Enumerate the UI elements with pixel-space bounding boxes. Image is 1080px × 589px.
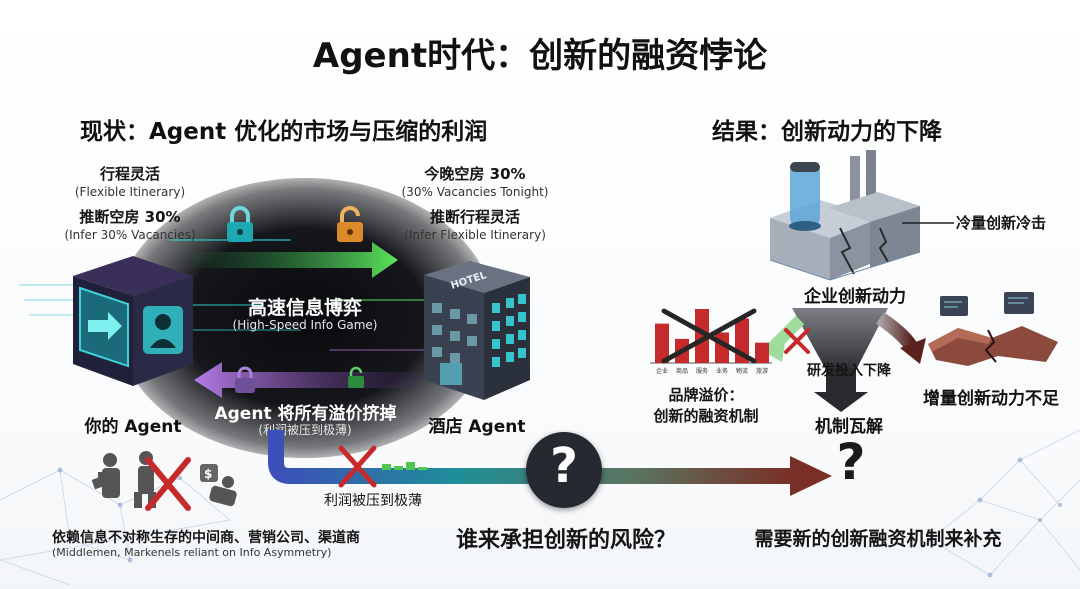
brand-premium-bar-chart: 企业商品服务业务物流旅游 [650, 308, 772, 375]
brand-line2: 创新的融资机制 [653, 407, 759, 425]
middlemen-icons: $ [91, 451, 237, 511]
your-agent-cube [73, 256, 193, 386]
page-title: Agent时代：创新的融资悖论 [312, 36, 768, 76]
center-label: 高速信息博弈 [247, 297, 362, 319]
brand-line1: 品牌溢价： [668, 386, 744, 404]
unlocked-lock-icon [337, 206, 363, 242]
lock-icon [227, 206, 253, 242]
hotel-agent-label: 酒店 Agent [428, 417, 526, 437]
agent-en1: (Flexible Itinerary) [74, 185, 186, 199]
lock-icon-green [348, 366, 364, 388]
hotel-cn1: 今晚空房 30% [424, 165, 526, 183]
chart-tick-label: 业务 [716, 367, 728, 375]
your-agent-label: 你的 Agent [84, 417, 182, 437]
squeeze-label: Agent 将所有溢价挤掉 [214, 404, 397, 424]
question-right: 需要新的创新融资机制来补充 [754, 528, 1002, 550]
factory-label: 企业创新动力 [804, 287, 906, 307]
question-mark-right: ? [836, 433, 866, 491]
question-mark-center: ? [550, 438, 578, 494]
hotel-building: HOTEL [424, 261, 530, 400]
question-circle [526, 432, 602, 508]
hotel-cn2: 推断行程灵活 [429, 208, 520, 226]
agent-cn1: 行程灵活 [99, 165, 160, 183]
left-section-heading: 现状：Agent 优化的市场与压缩的利润 [80, 119, 488, 145]
middlemen-label: 依赖信息不对称生存的中间商、营销公司、渠道商 [52, 530, 360, 546]
question-left: 谁来承担创新的风险？ [455, 528, 676, 553]
agent-cn2: 推断空房 30% [79, 208, 181, 226]
chart-bar [695, 309, 709, 363]
hotel-en2: (Infer Flexible Itinerary) [404, 228, 546, 242]
hotel-en1: (30% Vacancies Tonight) [401, 185, 549, 199]
chart-tick-label: 旅游 [756, 367, 768, 375]
incremental-label: 增量创新动力不足 [923, 389, 1059, 409]
center-label-en: (High-Speed Info Game) [232, 318, 378, 332]
profit-thin-label: 利润被压到极薄 [324, 493, 422, 509]
broken-ground-icon [928, 292, 1058, 366]
agent-en2: (Infer 30% Vacancies) [64, 228, 196, 242]
mechanism-label: 机制瓦解 [815, 417, 883, 437]
chart-tick-label: 服务 [696, 367, 708, 375]
chart-bar [655, 323, 669, 363]
callout-line [902, 222, 954, 224]
chart-tick-label: 物流 [736, 367, 748, 375]
chart-tick-label: 企业 [656, 367, 668, 375]
middlemen-label-en: (Middlemen, Markenels reliant on Info As… [52, 546, 332, 559]
dollar-sign-icon: $ [204, 467, 212, 481]
chart-bar [755, 342, 769, 363]
cold-label: 冷量创新冷击 [956, 214, 1047, 232]
cross-mark [661, 308, 757, 364]
factory-icon [769, 150, 921, 281]
right-section-heading: 结果：创新动力的下降 [712, 119, 942, 145]
rd-label: 研发投入下降 [807, 363, 891, 379]
lock-icon-purple [235, 366, 255, 393]
chart-tick-label: 商品 [676, 367, 688, 375]
